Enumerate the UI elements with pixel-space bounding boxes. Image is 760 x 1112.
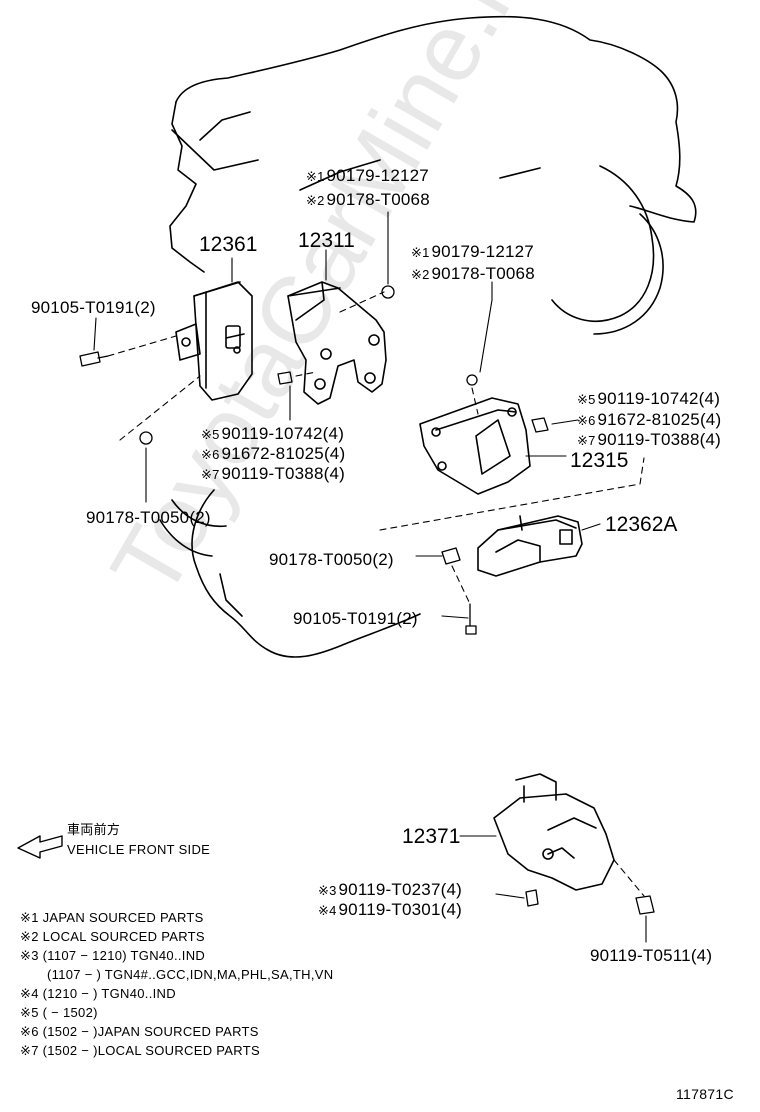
label-bottom-bolt: 90119-T0511(4) — [590, 946, 713, 965]
note-4: (1107 − ) TGN4#..GCC,IDN,MA,PHL,SA,TH,VN — [47, 967, 334, 982]
dashed-lines — [107, 291, 645, 897]
note-5: ※4 (1210 − ) TGN40..IND — [20, 986, 176, 1001]
label-center-bolt: 90105-T0191(2) — [293, 609, 418, 628]
callout-12311: 12311 — [298, 229, 355, 252]
callout-12371: 12371 — [402, 825, 461, 848]
part-12361-mount — [175, 281, 253, 401]
part-12371-mount — [493, 773, 615, 891]
note-3: ※3 (1107 − 1210) TGN40..IND — [20, 948, 206, 963]
figure-id: 117871C — [676, 1086, 734, 1102]
part-12362A-mount — [477, 515, 583, 577]
engine-outline — [159, 15, 697, 658]
callout-12361: 12361 — [199, 233, 258, 256]
part-12311-bracket — [287, 281, 387, 405]
vehicle-front-arrow-icon — [17, 835, 63, 859]
leader-lines — [93, 211, 647, 943]
note-1: ※1 JAPAN SOURCED PARTS — [20, 910, 204, 925]
part-12315-bracket — [419, 397, 531, 495]
direction-label-en: VEHICLE FRONT SIDE — [67, 842, 211, 857]
fasteners — [79, 285, 655, 915]
direction-label-jp: 車両前方 — [67, 822, 121, 837]
label-left-bolt: 90105-T0191(2) — [31, 298, 156, 317]
note-2: ※2 LOCAL SOURCED PARTS — [20, 929, 205, 944]
note-7: ※6 (1502 − )JAPAN SOURCED PARTS — [20, 1024, 259, 1039]
note-6: ※5 ( − 1502) — [20, 1005, 98, 1020]
callout-12362A: 12362A — [605, 513, 678, 536]
note-8: ※7 (1502 − )LOCAL SOURCED PARTS — [20, 1043, 260, 1058]
label-center-nut: 90178-T0050(2) — [269, 550, 394, 569]
callout-12315: 12315 — [570, 449, 629, 472]
label-left-nut: 90178-T0050(2) — [86, 508, 211, 527]
